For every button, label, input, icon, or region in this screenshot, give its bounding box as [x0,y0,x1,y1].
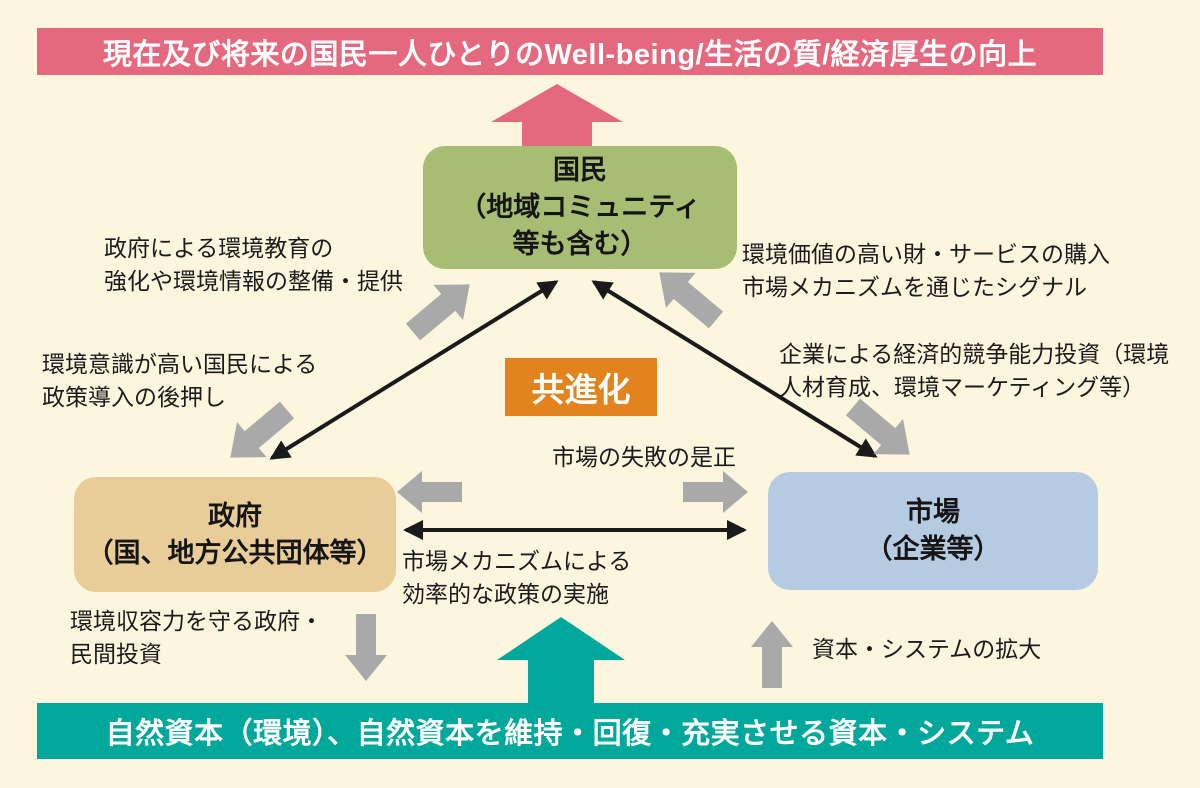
wellbeing-banner-text: 現在及び将来の国民一人ひとりのWell-being/生活の質/経済厚生の向上 [102,38,1038,71]
natural-capital-up-arrow [497,617,625,704]
label-citizens-to-market: 企業による経済的競争能力投資（環境 人材育成、環境マーケティング等） [779,338,1169,404]
label-gov-to-nature: 環境収容力を守る政府・ 民間投資 [70,605,323,671]
label-market-mechanism: 市場メカニズムによる 効率的な政策の実施 [402,545,631,611]
gov-to-market-arrow [683,471,748,513]
label-market-to-citizens: 環境価値の高い財・サービスの購入 市場メカニズムを通じたシグナル [742,238,1110,304]
coevolution-label: 共進化 [531,371,631,408]
label-capital-expansion: 資本・システムの拡大 [812,633,1041,666]
label-gov-to-nature-line1: 環境収容力を守る政府・ [70,608,323,634]
market-to-gov-arrow [397,471,462,513]
wellbeing-banner: 現在及び将来の国民一人ひとりのWell-being/生活の質/経済厚生の向上 [37,28,1103,75]
gov-to-nature-arrow [345,614,387,681]
label-gov-to-citizens-line1: 政府による環境教育の [104,235,334,261]
label-market-failure: 市場の失敗の是正 [552,441,736,474]
citizens-node-line2: （地域コミュニティ [459,192,701,222]
citizens-node: 国民 （地域コミュニティ 等も含む） [423,146,737,269]
government-node: 政府 （国、地方公共団体等） [74,477,396,592]
label-market-to-citizens-line1: 環境価値の高い財・サービスの購入 [742,241,1110,267]
government-node-line1: 政府 [208,500,262,531]
label-citizens-to-market-line1: 企業による経済的競争能力投資（環境 [779,341,1170,367]
citizens-node-line3: 等も含む） [512,229,648,259]
natural-capital-banner: 自然資本（環境）、自然資本を維持・回復・充実させる資本・システム [37,703,1103,759]
market-node-line1: 市場 [906,497,960,527]
label-gov-to-citizens: 政府による環境教育の 強化や環境情報の整備・提供 [104,232,403,298]
market-node: 市場 （企業等） [768,472,1098,590]
gov-to-citizens-arrow [405,284,470,341]
citizens-to-wellbeing-arrow [491,84,623,146]
label-citizens-to-gov-line2: 政策導入の後押し [42,384,226,410]
label-citizens-to-gov-line1: 環境意識が高い国民による [42,351,318,377]
label-citizens-to-market-line2: 人材育成、環境マーケティング等） [779,374,1146,400]
label-gov-to-citizens-line2: 強化や環境情報の整備・提供 [104,268,403,294]
coevolution-node: 共進化 [505,358,657,416]
label-market-failure-text: 市場の失敗の是正 [552,444,736,470]
label-gov-to-nature-line2: 民間投資 [70,641,162,667]
natural-capital-banner-text: 自然資本（環境）、自然資本を維持・回復・充実させる資本・システム [105,718,1035,750]
nature-to-market-arrow [751,621,793,688]
market-node-line2: （企業等） [865,534,1001,564]
label-market-to-citizens-line2: 市場メカニズムを通じたシグナル [742,274,1087,300]
label-market-mechanism-line1: 市場メカニズムによる [402,548,632,574]
citizens-node-line1: 国民 [553,155,607,185]
label-market-mechanism-line2: 効率的な政策の実施 [402,581,609,607]
label-citizens-to-gov: 環境意識が高い国民による 政策導入の後押し [42,348,317,414]
label-capital-expansion-text: 資本・システムの拡大 [812,636,1042,662]
government-node-line2: （国、地方公共団体等） [86,537,384,568]
